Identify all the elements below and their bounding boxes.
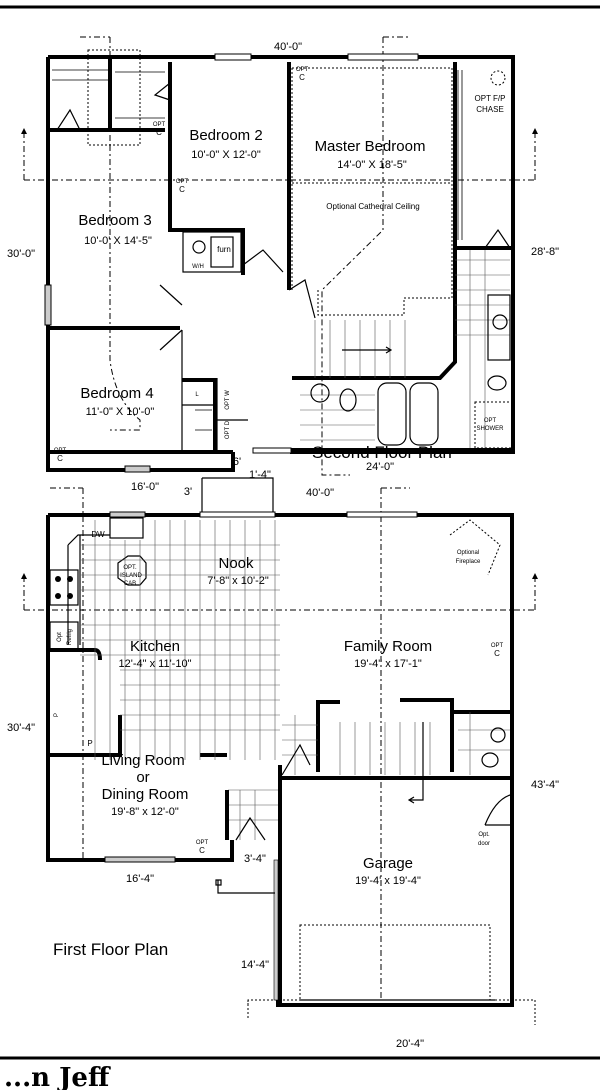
second-floor-labels: 40'-0" 30'-0" 28'-8" 16'-0" 1'-4" 24'-0"… bbox=[7, 41, 559, 493]
opt-label: OPT bbox=[196, 840, 209, 846]
dimension-bottom-left: 16'-0" bbox=[131, 481, 159, 493]
note-fp-chase: OPT F/P bbox=[475, 94, 506, 103]
room-size-family-room: 19'-4" x 17'-1" bbox=[354, 658, 422, 670]
room-name-kitchen: Kitchen bbox=[130, 638, 180, 655]
ceiling-fan-label: C bbox=[156, 128, 162, 137]
ceiling-fan-label: C bbox=[494, 649, 500, 658]
dimension-step: 3'-4" bbox=[244, 853, 266, 865]
dimension-right: 43'-4" bbox=[531, 779, 559, 791]
label-pantry-2: P bbox=[87, 739, 92, 748]
opt-label: OPT bbox=[54, 448, 67, 454]
room-name-family-room: Family Room bbox=[344, 638, 432, 655]
room-name-or: or bbox=[136, 769, 149, 786]
label-opt-door: Opt. bbox=[478, 832, 490, 838]
room-name-garage: Garage bbox=[363, 855, 413, 872]
opt-label: OPT bbox=[296, 67, 309, 73]
label-furnace: furn bbox=[217, 245, 231, 254]
room-name-nook: Nook bbox=[218, 555, 254, 572]
ceiling-fan-label: C bbox=[199, 846, 205, 855]
label-opt-shower: OPT bbox=[484, 418, 497, 424]
room-size-bedroom-3: 10'-0' X 14'-5" bbox=[84, 235, 152, 247]
label-island-cab-2: ISLAND bbox=[120, 573, 142, 579]
section-line-horizontal bbox=[23, 130, 536, 181]
ceiling-fan-label: C bbox=[299, 73, 305, 82]
label-opt-refrig: Opt bbox=[57, 632, 63, 642]
label-linen: L bbox=[195, 392, 199, 398]
dimension-left: 30'-0" bbox=[7, 248, 35, 260]
room-name-bedroom-2: Bedroom 2 bbox=[189, 127, 262, 144]
label-opt-door-2: door bbox=[478, 841, 490, 847]
dimension-garage-side: 14'-4" bbox=[241, 959, 269, 971]
label-opt-shower-2: SHOWER bbox=[477, 426, 505, 432]
second-floor-title: Second Floor Plan bbox=[312, 443, 452, 462]
tile-floor bbox=[80, 520, 510, 840]
note-fp-chase-2: CHASE bbox=[476, 105, 504, 114]
dimension-garage-bottom: 20'-4" bbox=[396, 1038, 424, 1050]
opt-label: OPT bbox=[176, 179, 189, 185]
room-name-master-bedroom: Master Bedroom bbox=[315, 138, 426, 155]
note-cathedral-ceiling: Optional Cathedral Ceiling bbox=[326, 202, 419, 211]
label-water-heater: W/H bbox=[192, 264, 204, 270]
dimension-right: 28'-8" bbox=[531, 246, 559, 258]
label-optional-fireplace-2: Fireplace bbox=[456, 559, 481, 565]
label-island-cab: OPT. bbox=[123, 565, 137, 571]
label-dishwasher: DW bbox=[91, 530, 105, 539]
footer-logo-text: ...n Jeff bbox=[4, 1063, 111, 1090]
second-floor-plan bbox=[21, 36, 538, 476]
dimension-left: 30'-4" bbox=[7, 722, 35, 734]
section-line-right bbox=[321, 36, 410, 476]
room-size-garage: 19'-4' x 19'-4" bbox=[355, 875, 421, 887]
room-size-bedroom-2: 10'-0" X 12'-0" bbox=[191, 149, 261, 161]
label-opt-dryer: OPT D bbox=[225, 420, 231, 439]
room-name-bedroom-3: Bedroom 3 bbox=[78, 212, 151, 229]
dimension-window-offset: 3' bbox=[184, 486, 192, 498]
room-size-kitchen: 12'-4" x 11'-10" bbox=[119, 658, 192, 670]
label-opt-refrig-2: Refrig bbox=[67, 629, 73, 645]
label-island-cab-3: CAB bbox=[124, 581, 136, 587]
section-line-horizontal bbox=[23, 575, 536, 611]
room-name-bedroom-4: Bedroom 4 bbox=[80, 385, 153, 402]
room-size-living-room: 19'-8" x 12'-0" bbox=[111, 806, 179, 818]
ceiling-fan-label: C bbox=[57, 454, 63, 463]
opt-label: OPT bbox=[491, 643, 504, 649]
ceiling-fan-label: C bbox=[179, 185, 185, 194]
room-name-living-room: Living Room bbox=[101, 752, 184, 769]
label-optional-fireplace: Optional bbox=[457, 550, 479, 556]
label-opt-washer: OPT W bbox=[225, 390, 231, 410]
dimension-top: 40'-0" bbox=[306, 487, 334, 499]
room-size-master-bedroom: 14'-0" X 18'-5" bbox=[337, 159, 407, 171]
room-size-bedroom-4: 11'-0" X 10'-0" bbox=[86, 406, 155, 418]
first-floor-labels: 6' 3' 40'-0" 30'-4" 43'-4" 16'-4" 3'-4" … bbox=[7, 456, 559, 1050]
room-name-dining-room: Dining Room bbox=[102, 786, 189, 803]
bump-out-dimension bbox=[201, 477, 274, 515]
first-floor-title: First Floor Plan bbox=[53, 940, 168, 959]
dimension-top: 40'-0" bbox=[274, 41, 302, 53]
dimension-bottom-right: 24'-0" bbox=[366, 461, 394, 473]
dimension-bottom-mid: 1'-4" bbox=[249, 469, 271, 481]
dimension-window-width: 6' bbox=[233, 456, 241, 468]
dimension-bottom-left: 16'-4" bbox=[126, 873, 154, 885]
label-pantry: P bbox=[54, 713, 60, 717]
opt-label: OPT bbox=[153, 122, 166, 128]
room-size-nook: 7'-8" x 10'-2" bbox=[207, 575, 269, 587]
first-floor-plan bbox=[21, 477, 538, 1025]
